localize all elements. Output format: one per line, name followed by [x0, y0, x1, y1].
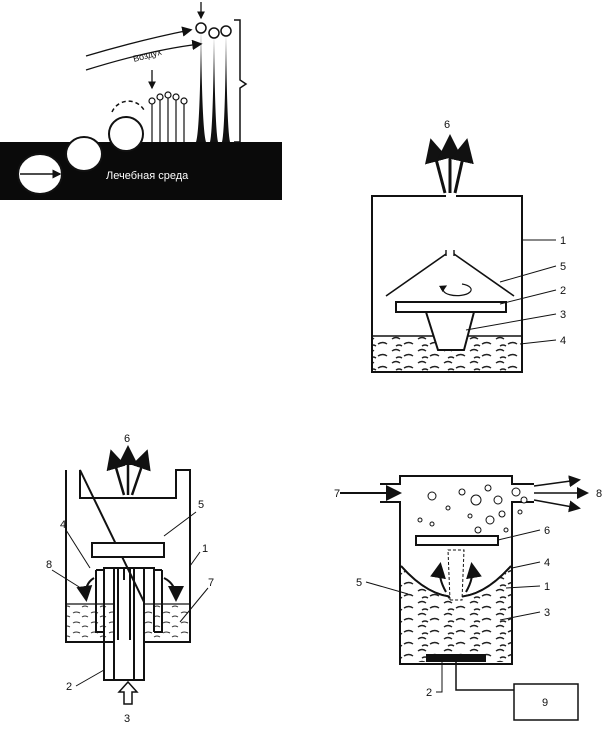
- figure-4-ultrasonic-inhaler: 7 8 9 6 4 1 3 5 2: [334, 475, 602, 721]
- figure-2-chamber: 6 1 5 2 3 4: [371, 119, 566, 373]
- label-5: 5: [356, 577, 362, 589]
- tall-jet-1: [196, 30, 206, 142]
- label-5: 5: [560, 261, 566, 273]
- label-4: 4: [544, 557, 550, 569]
- label-1: 1: [544, 581, 550, 593]
- label-5: 5: [198, 499, 204, 511]
- label-2: 2: [560, 285, 566, 297]
- fountain: [447, 549, 465, 601]
- air-input-arrow: [117, 680, 139, 705]
- fine-jets-group: [148, 91, 188, 142]
- generator-cable: [455, 662, 514, 691]
- label-3: 3: [124, 713, 130, 725]
- label-3: 3: [560, 309, 566, 321]
- label-7: 7: [334, 488, 340, 500]
- transducer: [426, 654, 486, 662]
- bracket: [234, 19, 248, 143]
- chamber-wall: [371, 195, 523, 373]
- air-flow-line-2: [85, 39, 203, 71]
- tall-jet-2: [210, 36, 218, 142]
- tall-jet-3: [222, 34, 230, 142]
- baffle-plate: [91, 542, 165, 558]
- label-6: 6: [544, 525, 550, 537]
- air-label: Воздух: [132, 47, 163, 64]
- label-6: 6: [124, 433, 130, 445]
- disk: [395, 301, 507, 313]
- label-8: 8: [596, 488, 602, 500]
- figure-3-nebulizer: 6 3 5 4 1 8 7 2: [46, 433, 214, 725]
- air-flow-line-1: [85, 26, 193, 57]
- droplet-rising: [65, 136, 103, 172]
- cone: [424, 311, 476, 351]
- medium-label: Лечебная среда: [106, 170, 189, 182]
- label-6: 6: [444, 119, 450, 131]
- label-1: 1: [202, 543, 208, 555]
- label-3: 3: [544, 607, 550, 619]
- rotation-arrow: [439, 283, 472, 297]
- deflector-plate: [415, 535, 499, 546]
- label-7: 7: [208, 577, 214, 589]
- generator-box: [513, 683, 579, 721]
- label-4: 4: [560, 335, 566, 347]
- label-8: 8: [46, 559, 52, 571]
- label-9: 9: [542, 697, 548, 709]
- droplet-emerging: [108, 116, 144, 152]
- figure-1-aerosol-generation: Лечебная среда Воздух: [0, 2, 282, 200]
- aerosol-particles: [417, 484, 528, 534]
- label-4: 4: [60, 519, 66, 531]
- hood: [385, 253, 515, 297]
- droplet-dashed-outline: [111, 100, 145, 113]
- label-1: 1: [560, 235, 566, 247]
- label-2: 2: [66, 681, 72, 693]
- label-2: 2: [426, 687, 432, 699]
